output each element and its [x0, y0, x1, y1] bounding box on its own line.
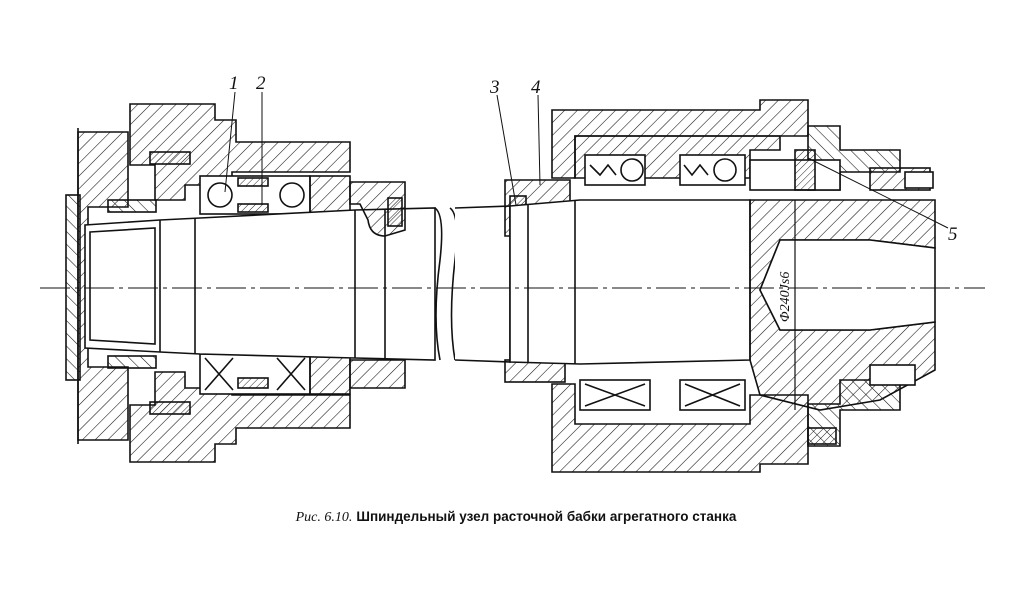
figure-caption: Рис. 6.10.Шпиндельный узел расточной баб…: [0, 509, 1032, 526]
callout-2: 2: [256, 73, 266, 94]
left-upper-bearings: [199, 175, 351, 215]
callout-5: 5: [948, 224, 958, 245]
right-lower-bearings: [579, 379, 746, 411]
callout-1: 1: [229, 73, 239, 94]
diameter-dimension-label: Φ240Js6: [778, 272, 793, 322]
spindle-nose: [749, 199, 936, 411]
callout-3: 3: [489, 77, 500, 98]
sleeve-nut-left: [349, 181, 406, 389]
callout-4: 4: [531, 77, 541, 98]
figure-title: Шпиндельный узел расточной бабки агрегат…: [356, 509, 737, 524]
spindle-shaft-right: [509, 199, 751, 365]
figure-label: Рис. 6.10.: [295, 510, 353, 525]
left-housing: [129, 103, 351, 463]
leader-lines: [224, 91, 949, 405]
shaft-break: [434, 205, 511, 363]
right-front-cover: [749, 125, 934, 447]
right-upper-bearings: [584, 154, 746, 186]
left-lower-bearings: [199, 353, 351, 395]
spindle-shaft-left: [84, 199, 436, 369]
